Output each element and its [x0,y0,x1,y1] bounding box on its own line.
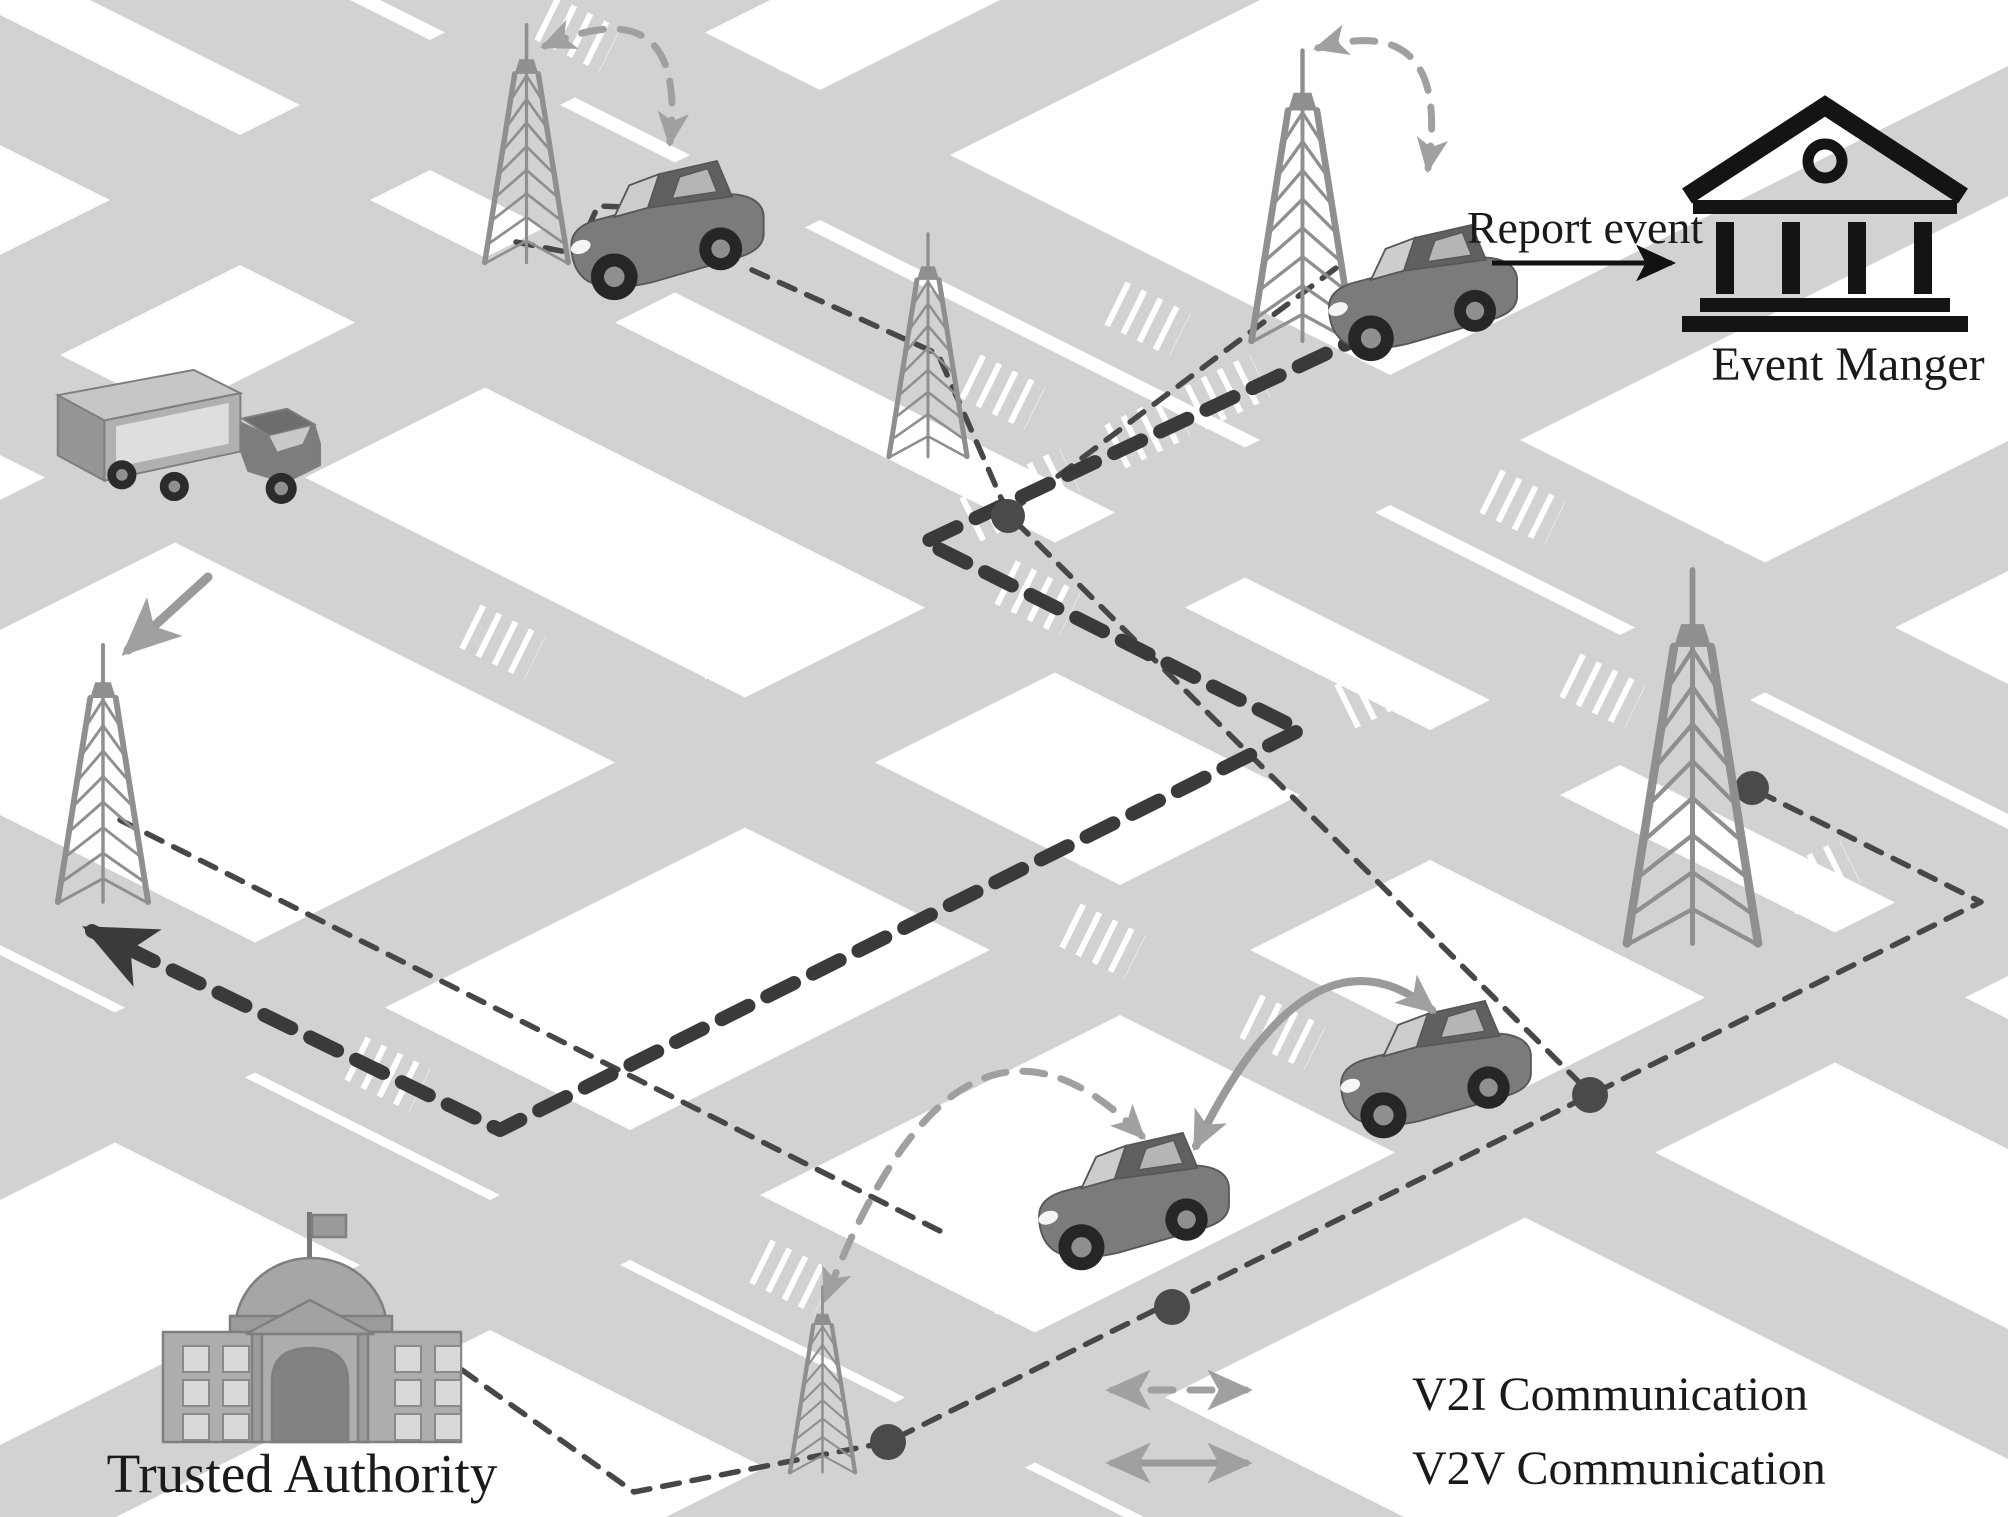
report-event-label: Report event [1467,202,1704,253]
v2i-arcs [540,19,1449,1303]
government-building-icon [161,1212,463,1444]
flag-pole [307,1212,312,1262]
legend-v2v-label: V2V Communication [1412,1442,1826,1495]
dome [233,1256,389,1332]
rsu-dot [1735,771,1769,805]
rsu-dot [1572,1077,1608,1113]
bank-building-icon [1682,95,1968,332]
rsu-dot [1154,1289,1190,1325]
legend: V2I Communication V2V Communication [1105,1368,1826,1495]
sedan-car-icon [1035,1132,1230,1272]
rsu-dot [991,499,1025,533]
link-car1-towerB-dots [749,267,1593,1096]
v2i-arc [1312,24,1449,174]
v2i-arc [822,1067,1146,1303]
v2v-arc [1192,974,1437,1152]
rsu-dot [870,1424,906,1460]
trusted-authority-label: Trusted Authority [107,1443,498,1504]
report-route-path [82,325,1379,1137]
legend-v2i-label: V2I Communication [1412,1368,1808,1421]
link-towerD-south [117,817,951,1238]
rsu-dots [870,499,1769,1460]
v2i-truck-arrow [121,572,213,656]
flag-icon [310,1213,348,1239]
event-manager-label: Event Manger [1711,338,1984,391]
v2i-arc [540,19,690,148]
